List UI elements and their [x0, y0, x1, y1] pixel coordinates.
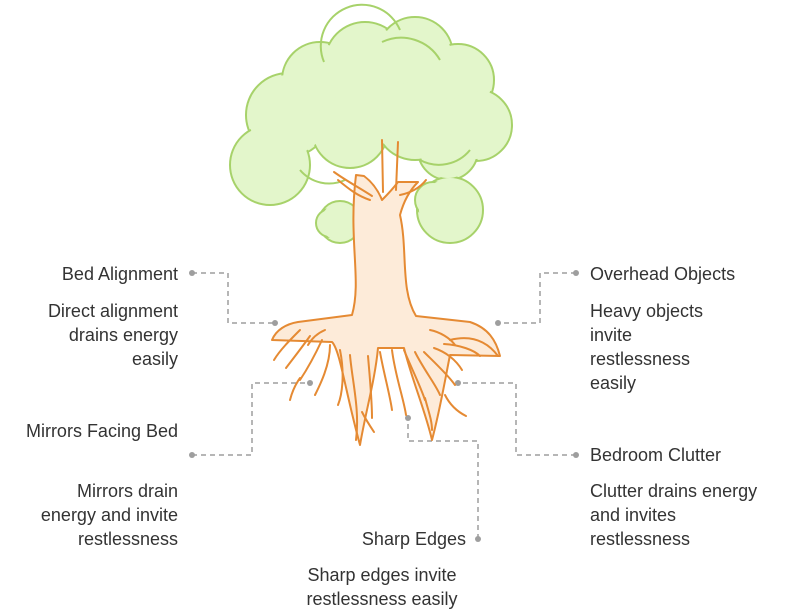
title-mirrors-facing-bed: Mirrors Facing Bed	[25, 421, 178, 441]
description-mirrors-facing-bed: Mirrors drain energy and invite restless…	[40, 481, 178, 549]
description-overhead-objects: Heavy objects invite restlessness easily	[590, 301, 704, 393]
tree-foliage-accents	[299, 3, 471, 185]
description-bedroom-clutter: Clutter drains energy and invites restle…	[590, 481, 758, 549]
title-bed-alignment: Bed Alignment	[61, 264, 178, 284]
tree-foliage-inner	[232, 19, 510, 241]
connector-bedroom-clutter	[458, 382, 576, 456]
description-sharp-edges: Sharp edges invite restlessness easily	[306, 565, 458, 609]
tree-trunk-branches	[333, 139, 427, 201]
tree-trunk	[271, 174, 501, 446]
description-bed-alignment: Direct alignment drains energy easily	[47, 301, 178, 369]
title-overhead-objects: Overhead Objects	[590, 264, 736, 284]
connector-lines	[192, 272, 576, 539]
connector-bed-alignment	[192, 272, 275, 324]
title-sharp-edges: Sharp Edges	[361, 529, 466, 549]
connector-mirrors-facing-bed	[192, 382, 310, 456]
connector-dots	[189, 270, 579, 542]
connector-sharp-edges	[407, 420, 479, 539]
tree-roots	[273, 329, 499, 441]
connector-overhead-objects	[498, 272, 576, 324]
title-bedroom-clutter: Bedroom Clutter	[590, 445, 722, 465]
